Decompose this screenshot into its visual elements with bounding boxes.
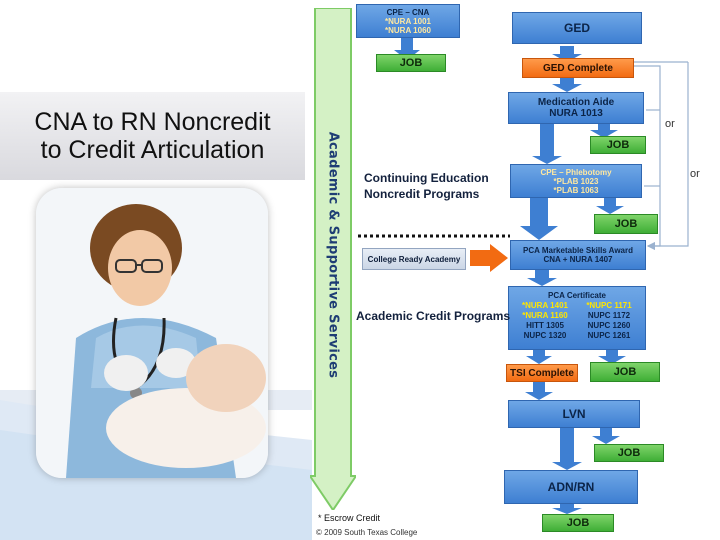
- escrow-note: * Escrow Credit: [318, 513, 381, 523]
- course-code: *NURA 1160: [522, 311, 568, 320]
- job-box-rn: JOB: [542, 514, 614, 532]
- pca-course-grid: *NURA 1401 *NUPC 1171 *NURA 1160 NUPC 11…: [509, 301, 645, 341]
- nurse-photo: [36, 188, 268, 478]
- course-code: NUPC 1320: [523, 331, 567, 340]
- course-code: HITT 1305: [526, 321, 564, 330]
- course-code: NUPC 1172: [587, 311, 631, 320]
- nurse-illustration: [36, 188, 268, 478]
- job-box-pca: JOB: [590, 362, 660, 382]
- cpe-cna-box: CPE – CNA *NURA 1001 *NURA 1060: [356, 4, 460, 38]
- job-box-med-aide: JOB: [590, 136, 646, 154]
- course-code: NUPC 1261: [587, 331, 631, 340]
- course-code: *NURA 1401: [522, 301, 568, 310]
- job-box-cna: JOB: [376, 54, 446, 72]
- academic-services-arrow: [310, 8, 356, 510]
- course-code: NUPC 1260: [587, 321, 631, 330]
- copyright: © 2009 South Texas College: [316, 528, 418, 537]
- pca-certificate-box: PCA Certificate *NURA 1401 *NUPC 1171 *N…: [508, 286, 646, 350]
- course-code: *NUPC 1171: [586, 301, 632, 310]
- medication-aide-box: Medication Aide NURA 1013: [508, 92, 644, 124]
- job-box-lvn: JOB: [594, 444, 664, 462]
- ged-complete-box: GED Complete: [522, 58, 634, 78]
- continuing-education-label: Continuing Education Noncredit Programs: [364, 171, 489, 201]
- title-line-1: CNA to RN Noncredit: [34, 108, 271, 136]
- title-band: CNA to RN Noncredit to Credit Articulati…: [0, 92, 305, 180]
- academic-credit-label: Academic Credit Programs: [356, 309, 511, 323]
- ged-box: GED: [512, 12, 642, 44]
- title-line-2: to Credit Articulation: [40, 136, 265, 164]
- pca-award-box: PCA Marketable Skills Award CNA + NURA 1…: [510, 240, 646, 270]
- lvn-box: LVN: [508, 400, 640, 428]
- or-label: or: [690, 168, 700, 180]
- adn-rn-box: ADN/RN: [504, 470, 638, 504]
- job-box-phlebotomy: JOB: [594, 214, 658, 234]
- tsi-complete-box: TSI Complete: [506, 364, 578, 382]
- cpe-phlebotomy-box: CPE – Phlebotomy *PLAB 1023 *PLAB 1063: [510, 164, 642, 198]
- or-label: or: [665, 118, 675, 130]
- college-ready-box: College Ready Academy: [362, 248, 466, 270]
